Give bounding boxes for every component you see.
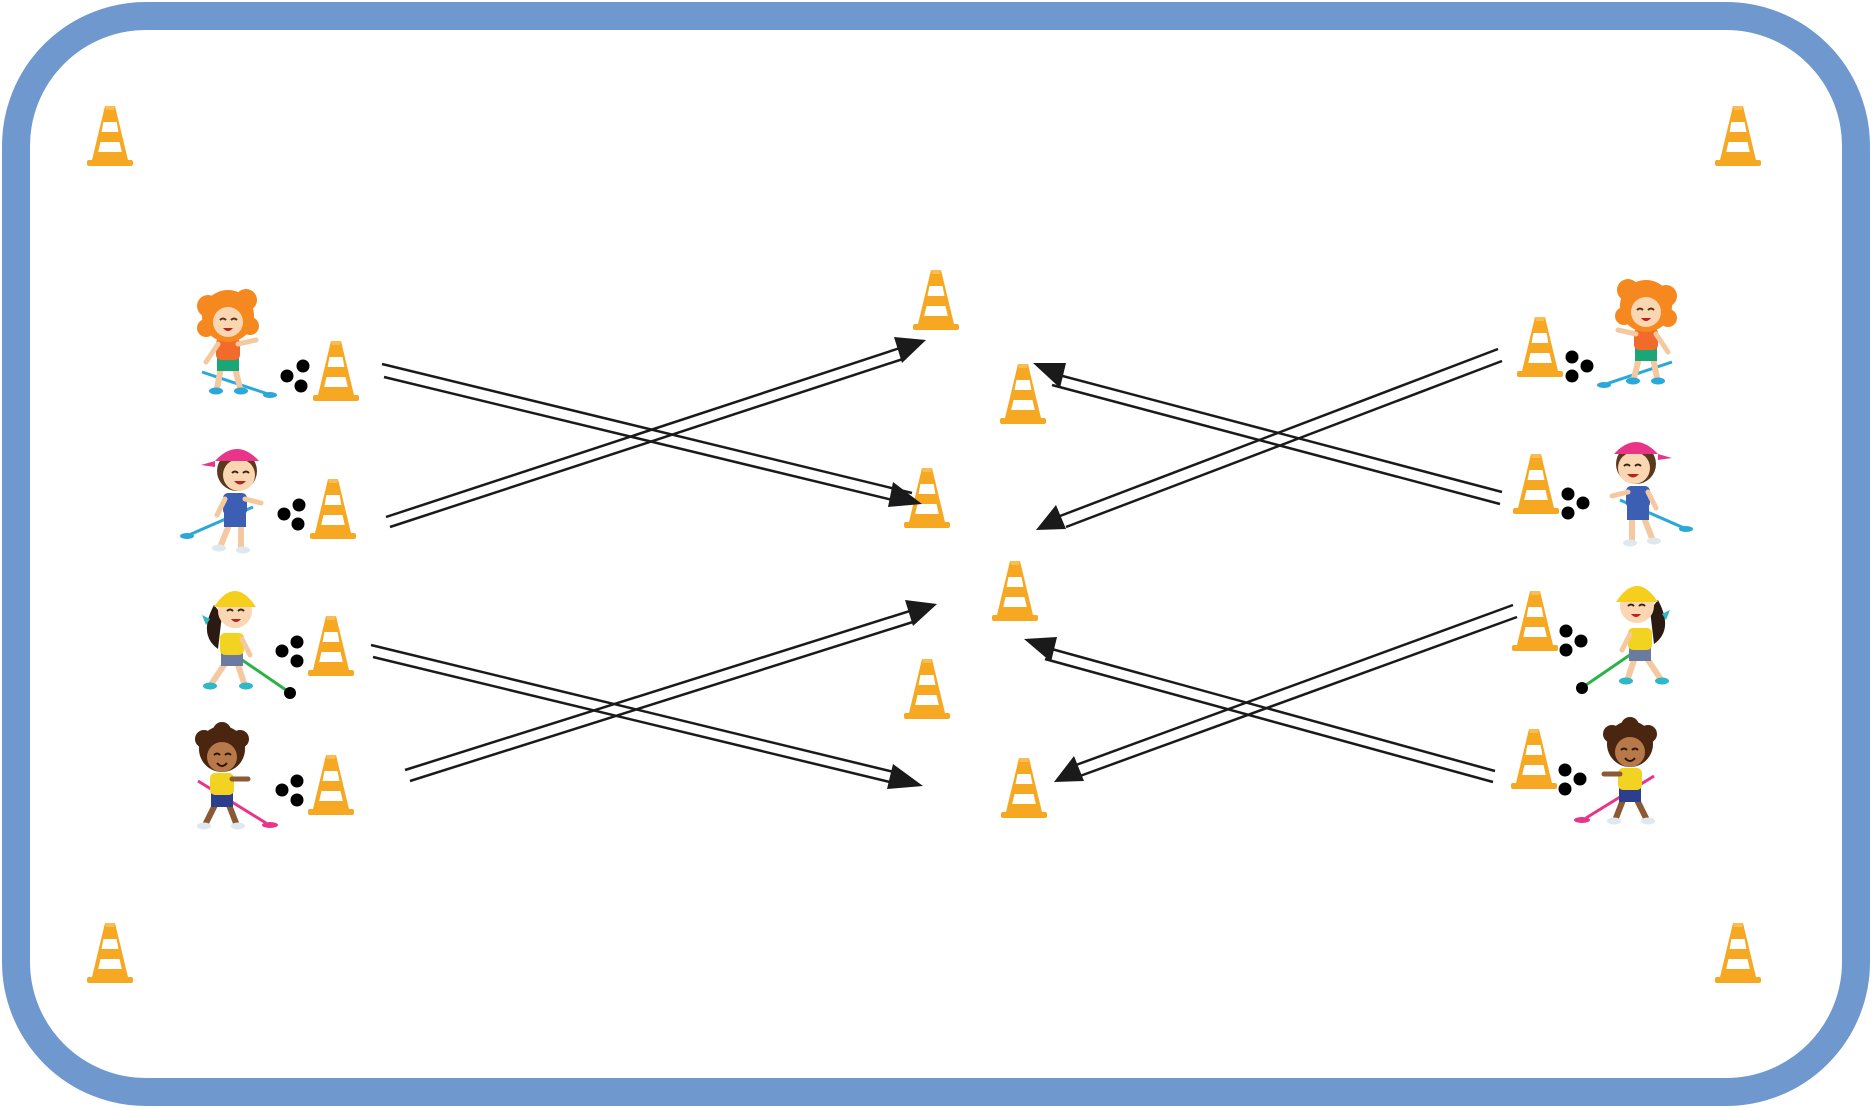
right-balls-4 xyxy=(1558,763,1587,796)
left-balls-2 xyxy=(277,498,306,531)
player-left-3 xyxy=(202,591,296,699)
player-right-2 xyxy=(1609,442,1693,547)
arrow-left-2-to-center xyxy=(385,337,926,529)
arrow-left-4-to-center xyxy=(404,600,937,783)
player-right-4 xyxy=(1574,717,1657,825)
right-balls-2 xyxy=(1561,487,1590,520)
player-left-1 xyxy=(197,289,277,398)
arrow-right-4-to-center xyxy=(1024,637,1496,784)
left-balls-1 xyxy=(280,359,310,393)
left-balls-4 xyxy=(275,774,304,807)
right-balls-1 xyxy=(1565,350,1594,383)
arrow-left-1-to-center xyxy=(381,362,922,507)
left-balls-3 xyxy=(275,635,304,668)
player-right-3 xyxy=(1576,586,1670,694)
player-right-1 xyxy=(1597,279,1677,388)
player-left-2 xyxy=(180,449,264,554)
right-balls-3 xyxy=(1559,624,1588,657)
player-left-4 xyxy=(195,722,278,830)
arrow-right-2-to-center xyxy=(1033,363,1503,506)
arrow-right-3-to-center xyxy=(1054,603,1518,782)
